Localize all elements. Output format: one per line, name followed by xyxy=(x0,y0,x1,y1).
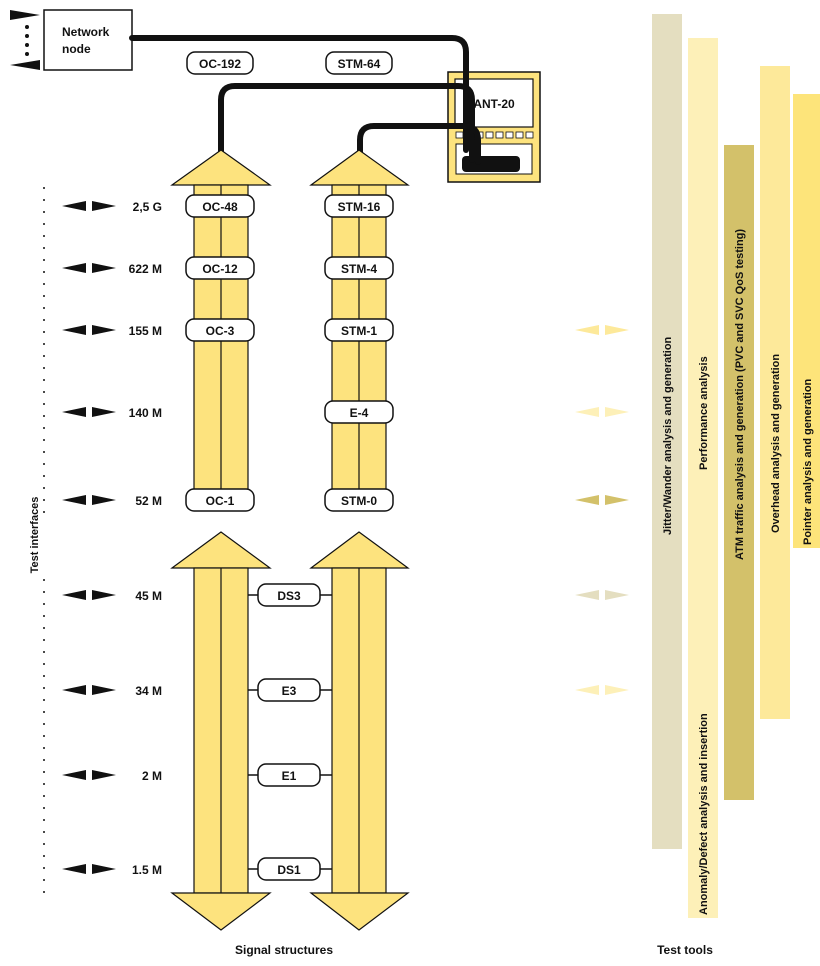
tool-label-jitter: Jitter/Wander analysis and generation xyxy=(662,336,674,535)
top-labels: OC-192 STM-64 xyxy=(186,51,393,75)
interface-row: 1.5 M xyxy=(62,863,162,877)
rate-2-5g: 2,5 G xyxy=(133,200,162,214)
oc192-label: OC-192 xyxy=(199,57,241,71)
right-arrow-icon xyxy=(605,495,629,505)
right-arrow-icon xyxy=(605,407,629,417)
tool-label-performance: Performance analysis xyxy=(698,356,710,470)
signal-structures-title: Signal structures xyxy=(235,943,333,957)
rate-622m: 622 M xyxy=(129,262,162,276)
rate-52m: 52 M xyxy=(135,494,162,508)
tool-label-overhead: Overhead analysis and generation xyxy=(770,354,782,533)
interface-row: 140 M xyxy=(62,406,162,420)
tool-label-pointer: Pointer analysis and generation xyxy=(802,378,814,545)
tool-bar-overhead xyxy=(760,66,790,719)
network-node: Network node xyxy=(10,9,133,71)
rate-140m: 140 M xyxy=(129,406,162,420)
pdh-label-ds3: DS3 xyxy=(277,589,301,603)
right-arrow-icon xyxy=(605,590,629,600)
network-node-dots xyxy=(25,25,29,56)
interface-row: 52 M xyxy=(62,494,162,508)
network-node-label-1: Network xyxy=(62,25,110,39)
left-arrow-icon xyxy=(575,685,599,695)
right-arrow-icon xyxy=(605,685,629,695)
rate-1-5m: 1.5 M xyxy=(132,863,162,877)
sdh-label-stm16: STM-16 xyxy=(338,200,381,214)
pdh-right-arrow xyxy=(309,531,410,931)
rate-155m: 155 M xyxy=(129,324,162,338)
network-node-label-2: node xyxy=(62,42,91,56)
interface-row: 622 M xyxy=(62,262,162,276)
sdh-label-stm1: STM-1 xyxy=(341,324,377,338)
interface-row: 155 M xyxy=(62,324,162,338)
left-arrow-icon xyxy=(62,407,86,417)
network-node-box xyxy=(43,9,133,71)
right-arrow-icon xyxy=(92,263,116,273)
network-node-arrow-icon xyxy=(10,60,40,70)
sonet-labels: OC-48 OC-12 OC-3 OC-1 xyxy=(185,194,255,512)
tool-bar-atm xyxy=(724,145,754,800)
interfaces-dotted-line xyxy=(43,187,45,893)
interface-row: 2 M xyxy=(62,769,162,783)
pdh-label-e3: E3 xyxy=(282,684,297,698)
left-arrow-icon xyxy=(62,864,86,874)
tool-bar-performance xyxy=(688,38,718,918)
rate-45m: 45 M xyxy=(135,589,162,603)
tool-bar-pointer xyxy=(793,94,820,548)
test-interfaces: Test interfaces 2,5 G 622 M xyxy=(29,187,162,893)
left-arrow-icon xyxy=(575,495,599,505)
interface-row: 45 M xyxy=(62,589,162,603)
left-arrow-icon xyxy=(62,495,86,505)
sdh-labels: STM-16 STM-4 STM-1 E-4 STM-0 xyxy=(324,194,394,512)
right-arrow-icon xyxy=(92,864,116,874)
sdh-column xyxy=(309,149,410,506)
right-arrow-icon xyxy=(92,495,116,505)
right-arrow-icon xyxy=(92,770,116,780)
right-arrow-icon xyxy=(92,685,116,695)
test-tool-arrows xyxy=(575,325,629,695)
stm64-label: STM-64 xyxy=(338,57,381,71)
left-arrow-icon xyxy=(62,685,86,695)
pdh-left-arrow xyxy=(170,531,272,931)
tool-label-atm: ATM traffic analysis and generation (PVC… xyxy=(734,229,746,560)
sonet-label-oc1: OC-1 xyxy=(206,494,235,508)
tool-bar-jitter xyxy=(652,14,682,849)
sdh-label-stm0: STM-0 xyxy=(341,494,377,508)
left-arrow-icon xyxy=(62,263,86,273)
left-arrow-icon xyxy=(62,770,86,780)
rate-34m: 34 M xyxy=(135,684,162,698)
test-tools-title: Test tools xyxy=(657,943,713,957)
pdh-label-e1: E1 xyxy=(282,769,297,783)
sonet-label-oc3: OC-3 xyxy=(206,324,235,338)
interface-row: 34 M xyxy=(62,684,162,698)
test-interfaces-title: Test interfaces xyxy=(29,497,41,574)
right-arrow-icon xyxy=(92,325,116,335)
pdh-label-ds1: DS1 xyxy=(277,863,301,877)
interface-row: 2,5 G xyxy=(62,200,162,214)
ant20-label: ANT-20 xyxy=(473,97,515,111)
rate-2m: 2 M xyxy=(142,769,162,783)
sdh-label-stm4: STM-4 xyxy=(341,262,377,276)
right-arrow-icon xyxy=(605,325,629,335)
sonet-label-oc12: OC-12 xyxy=(202,262,238,276)
sonet-column xyxy=(170,149,272,506)
sdh-label-e4: E-4 xyxy=(350,406,369,420)
network-node-arrow-icon xyxy=(10,10,40,20)
left-arrow-icon xyxy=(575,407,599,417)
right-arrow-icon xyxy=(92,201,116,211)
right-arrow-icon xyxy=(92,407,116,417)
cables xyxy=(129,35,481,165)
left-arrow-icon xyxy=(62,201,86,211)
left-arrow-icon xyxy=(575,325,599,335)
tool-label-anomaly: Anomaly/Defect analysis and insertion xyxy=(698,713,710,915)
pdh-labels: DS3 E3 E1 DS1 xyxy=(248,583,332,881)
left-arrow-icon xyxy=(62,325,86,335)
sonet-label-oc48: OC-48 xyxy=(202,200,238,214)
left-arrow-icon xyxy=(62,590,86,600)
test-tools: Jitter/Wander analysis and generation Pe… xyxy=(652,14,820,918)
right-arrow-icon xyxy=(92,590,116,600)
left-arrow-icon xyxy=(575,590,599,600)
